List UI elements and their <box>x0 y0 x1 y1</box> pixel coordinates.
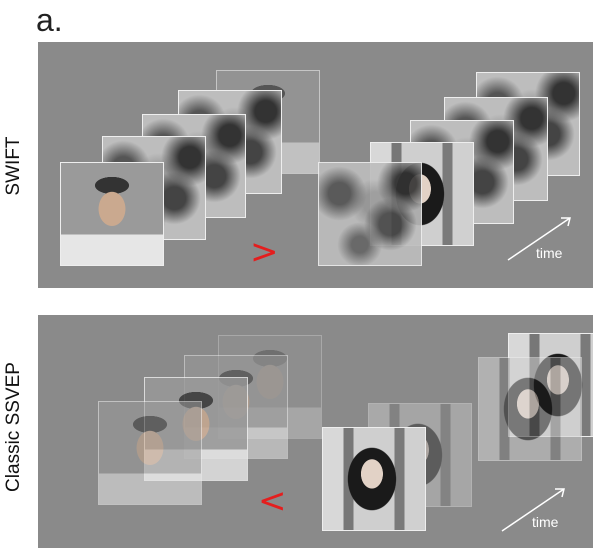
time-arrow <box>501 488 565 532</box>
face-image-male <box>60 162 164 266</box>
comparator-symbol: < <box>258 481 287 521</box>
classic-ssvep-side-label: Classic SSVEP <box>3 362 24 492</box>
time-label: time <box>536 245 563 261</box>
swift-panel: > time <box>38 42 593 288</box>
time-label: time <box>532 514 559 530</box>
swift-side-label: SWIFT <box>3 136 24 196</box>
face-image-male <box>98 401 202 505</box>
face-image-female <box>322 427 426 531</box>
stimulus-frame <box>478 357 582 461</box>
comparator-symbol: > <box>250 232 279 272</box>
stimulus-frame <box>318 162 422 266</box>
time-arrow <box>507 217 571 261</box>
classic-ssvep-panel: < time <box>38 315 593 548</box>
figure-label: a. <box>36 2 63 38</box>
